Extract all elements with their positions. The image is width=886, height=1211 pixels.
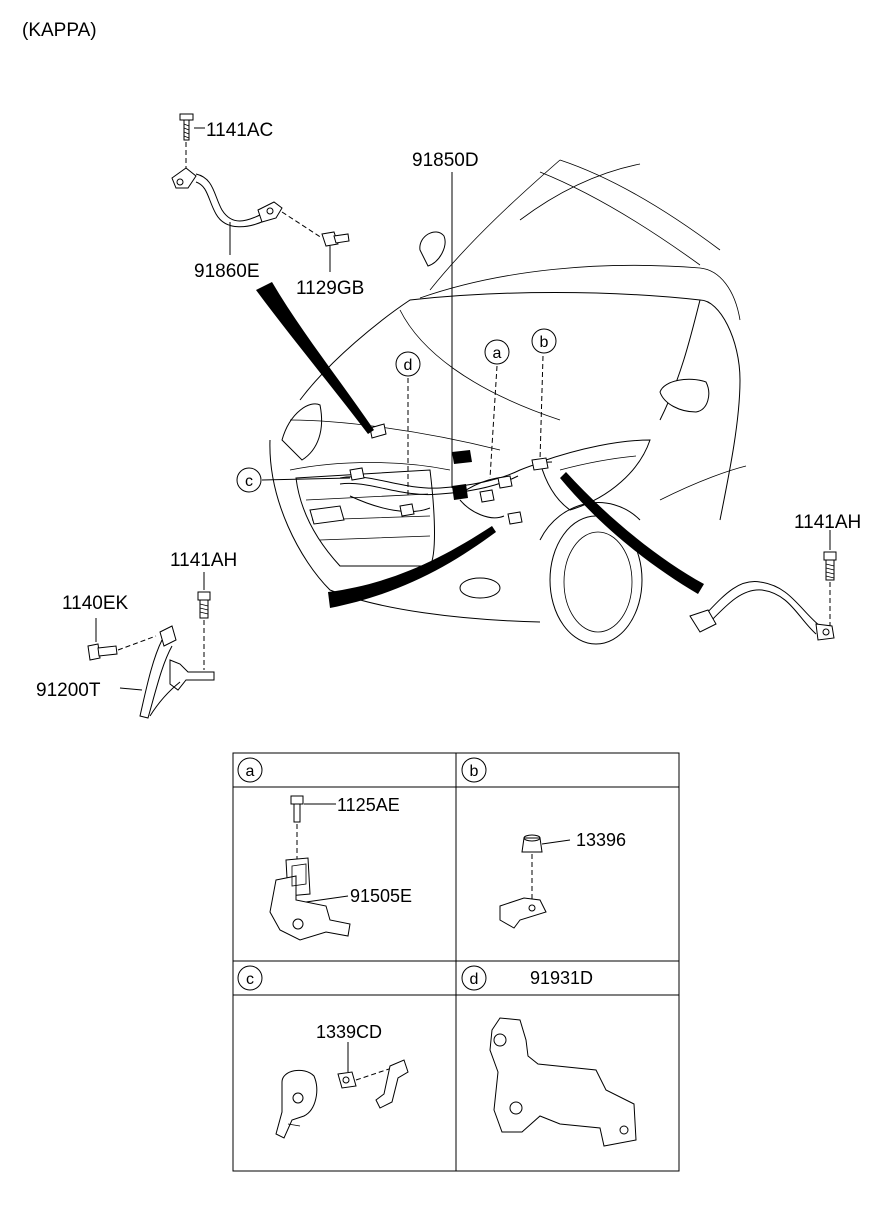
svg-text:b: b — [540, 334, 549, 351]
nut-13396-icon — [521, 834, 543, 853]
bolt-1141AH-left-icon — [197, 591, 211, 619]
label-1140EK: 1140EK — [62, 593, 129, 614]
car-front-illustration — [269, 159, 747, 645]
svg-text:c: c — [245, 473, 253, 490]
label-1125AE: 1125AE — [337, 795, 400, 815]
location-arrows — [256, 282, 704, 608]
sensor-91505E-icon — [269, 857, 351, 941]
label-91931D: 91931D — [530, 968, 593, 988]
label-13396: 13396 — [576, 830, 626, 850]
sensor-connector-icon — [275, 1069, 318, 1139]
nut-1339CD-icon — [337, 1071, 357, 1089]
bolt-1141AC-icon — [179, 113, 194, 141]
label-1339CD: 1339CD — [316, 1022, 382, 1042]
label-1141AH-left: 1141AH — [170, 550, 237, 571]
bolt-1125AE-icon — [290, 795, 304, 823]
bracket-91200T — [87, 572, 215, 719]
label-91200T: 91200T — [36, 680, 101, 701]
cell-b-letter: b — [470, 763, 479, 780]
label-1141AH-right: 1141AH — [794, 512, 861, 533]
callout-a: a — [484, 339, 510, 365]
svg-text:d: d — [404, 357, 413, 374]
ground-cable-right — [689, 530, 837, 641]
label-91505E: 91505E — [350, 886, 412, 906]
callout-c: c — [236, 467, 262, 493]
callout-d: d — [395, 351, 421, 377]
cell-d-letter: d — [470, 971, 479, 988]
variant-label: (KAPPA) — [22, 20, 97, 41]
bolt-1129GB-icon — [321, 231, 350, 247]
bolt-1141AH-right-icon — [823, 551, 837, 581]
detail-cell-c: c 1339CD — [237, 965, 409, 1139]
detail-cell-b: b 13396 — [461, 757, 626, 929]
svg-text:a: a — [493, 345, 502, 362]
cell-c-letter: c — [246, 971, 254, 988]
label-91850D: 91850D — [412, 150, 479, 171]
label-1129GB: 1129GB — [296, 278, 364, 299]
wiring-harness-91850D — [261, 172, 553, 525]
detail-table — [232, 752, 680, 1172]
detail-cell-d: d 91931D — [461, 965, 637, 1147]
bracket-91931D-icon — [489, 1017, 637, 1147]
cell-a-letter: a — [246, 763, 255, 780]
ground-cable-91860E — [171, 113, 350, 272]
label-1141AC: 1141AC — [206, 120, 273, 141]
detail-cell-a: a 1125AE 91505E — [237, 757, 412, 941]
label-91860E: 91860E — [194, 261, 260, 282]
bolt-1140EK-icon — [87, 643, 118, 661]
callout-b: b — [531, 328, 557, 354]
